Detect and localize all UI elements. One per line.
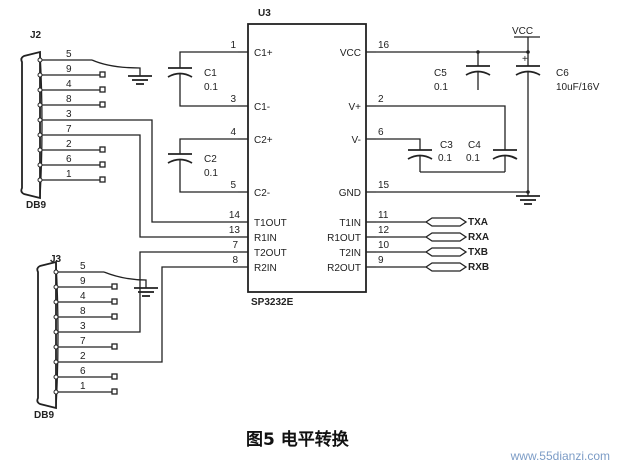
pin-name: C2+ bbox=[254, 135, 273, 146]
pin-num: 14 bbox=[229, 210, 241, 221]
connector-ref: J3 bbox=[50, 254, 62, 265]
signal-label: TXA bbox=[468, 217, 488, 228]
ground-net bbox=[376, 171, 540, 205]
pin-num: 8 bbox=[66, 94, 72, 105]
pin-num: 10 bbox=[378, 240, 390, 251]
pin-name: T2OUT bbox=[254, 248, 287, 259]
pin-num: 13 bbox=[229, 225, 241, 236]
connector-type: DB9 bbox=[26, 200, 46, 211]
pin-num: 9 bbox=[66, 64, 72, 75]
connector-ref: J2 bbox=[30, 30, 42, 41]
pin-name: T2IN bbox=[339, 248, 361, 259]
capacitor-c4: C4 0.1 bbox=[376, 105, 518, 172]
cap-value: 0.1 bbox=[204, 82, 218, 93]
pin-num: 7 bbox=[80, 336, 86, 347]
connector-j2: J2 DB9 5 9 4 8 3 7 2 6 1 bbox=[20, 30, 238, 238]
pin-num: 9 bbox=[378, 255, 384, 266]
ground-icon bbox=[128, 75, 152, 85]
pin-num: 4 bbox=[80, 291, 86, 302]
figure-caption: 图5 电平转换 bbox=[246, 429, 350, 450]
cap-value: 10uF/16V bbox=[556, 82, 600, 93]
pin-num: 2 bbox=[378, 94, 384, 105]
pin-num: 15 bbox=[378, 180, 390, 191]
signal-label: RXB bbox=[468, 262, 489, 273]
capacitor-c2: C2 0.1 bbox=[167, 138, 238, 193]
pin-name: C1+ bbox=[254, 48, 273, 59]
polarity-plus: + bbox=[522, 54, 528, 65]
cap-value: 0.1 bbox=[438, 153, 452, 164]
pin-num: 11 bbox=[378, 210, 389, 221]
pin-num: 5 bbox=[230, 180, 236, 191]
pin-name: VCC bbox=[340, 48, 361, 59]
connector-type: DB9 bbox=[34, 410, 54, 421]
cap-value: 0.1 bbox=[204, 168, 218, 179]
pin-num: 12 bbox=[378, 225, 390, 236]
cap-value: 0.1 bbox=[434, 82, 448, 93]
pin-name: V+ bbox=[348, 102, 361, 113]
cap-ref: C5 bbox=[434, 68, 447, 79]
pin-num: 8 bbox=[232, 255, 238, 266]
pin-num: 1 bbox=[230, 40, 236, 51]
chip-part: SP3232E bbox=[251, 297, 294, 308]
pin-num: 3 bbox=[66, 109, 72, 120]
pin-name: T1OUT bbox=[254, 218, 287, 229]
pin-num: 4 bbox=[230, 127, 236, 138]
pin-name: R2IN bbox=[254, 263, 277, 274]
pin-name: R2OUT bbox=[327, 263, 361, 274]
pin-num: 3 bbox=[80, 321, 86, 332]
signal-label: TXB bbox=[468, 247, 488, 258]
pin-num: 5 bbox=[80, 261, 86, 272]
vcc-rail: VCC bbox=[376, 26, 540, 54]
pin-name: C2- bbox=[254, 188, 270, 199]
capacitor-c5: C5 0.1 bbox=[434, 52, 491, 93]
cap-ref: C2 bbox=[204, 154, 217, 165]
pin-num: 5 bbox=[66, 49, 72, 60]
pin-num: 6 bbox=[80, 366, 86, 377]
pin-name: C1- bbox=[254, 102, 270, 113]
vcc-label: VCC bbox=[512, 26, 533, 37]
pin-name: R1IN bbox=[254, 233, 277, 244]
capacitor-c3: C3 0.1 bbox=[376, 138, 453, 172]
capacitor-c6: + C6 10uF/16V bbox=[515, 52, 600, 190]
pin-num: 7 bbox=[66, 124, 72, 135]
chip-u3: U3 SP3232E 1 3 4 5 14 13 7 8 C1+ C1- C2+… bbox=[229, 8, 390, 308]
pin-num: 9 bbox=[80, 276, 86, 287]
cap-ref: C3 bbox=[440, 140, 453, 151]
db9-shell bbox=[20, 50, 41, 200]
ground-icon bbox=[516, 195, 540, 205]
db9-pins-j3 bbox=[53, 269, 118, 395]
pin-name: V- bbox=[352, 135, 361, 146]
cap-value: 0.1 bbox=[466, 153, 480, 164]
cap-ref: C6 bbox=[556, 68, 569, 79]
pin-num: 8 bbox=[80, 306, 86, 317]
pin-num: 7 bbox=[232, 240, 238, 251]
signal-label: RXA bbox=[468, 232, 489, 243]
pin-name: GND bbox=[339, 188, 361, 199]
pin-num: 4 bbox=[66, 79, 72, 90]
pin-num: 6 bbox=[66, 154, 72, 165]
ground-icon bbox=[134, 287, 158, 297]
pin-num: 2 bbox=[80, 351, 86, 362]
signal-ports: TXA RXA TXB RXB bbox=[376, 217, 489, 273]
connector-j3: J3 DB9 5 9 4 8 3 7 2 6 1 bbox=[34, 251, 238, 421]
pin-num: 1 bbox=[80, 381, 86, 392]
db9-pins-j2 bbox=[37, 57, 106, 183]
db9-shell bbox=[36, 260, 57, 410]
pin-num: 6 bbox=[378, 127, 384, 138]
capacitor-c1: C1 0.1 bbox=[167, 51, 238, 107]
cap-ref: C4 bbox=[468, 140, 481, 151]
pin-name: R1OUT bbox=[327, 233, 361, 244]
watermark: www.55dianzi.com bbox=[510, 449, 610, 463]
chip-body bbox=[247, 23, 367, 293]
pin-num: 2 bbox=[66, 139, 72, 150]
pin-num: 1 bbox=[66, 169, 72, 180]
cap-ref: C1 bbox=[204, 68, 217, 79]
chip-ref: U3 bbox=[258, 8, 271, 19]
pin-num: 16 bbox=[378, 40, 390, 51]
pin-name: T1IN bbox=[339, 218, 361, 229]
pin-num: 3 bbox=[230, 94, 236, 105]
